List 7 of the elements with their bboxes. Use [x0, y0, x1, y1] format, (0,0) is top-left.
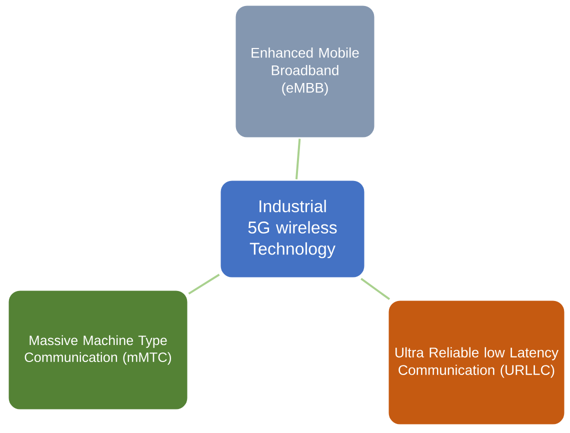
connector-line: [360, 278, 390, 300]
process-box: Enhanced Mobile Broadband (eMBB): [234, 4, 376, 139]
process-box: Ultra Reliable low Latency Communication (URLLC): [387, 299, 566, 426]
connector-line: [295, 138, 301, 180]
process-box: Massive Machine Type Communication (mMTC): [7, 289, 189, 411]
process-box: Industrial 5G wireless Technology: [219, 179, 366, 279]
connector-line: [188, 274, 220, 295]
